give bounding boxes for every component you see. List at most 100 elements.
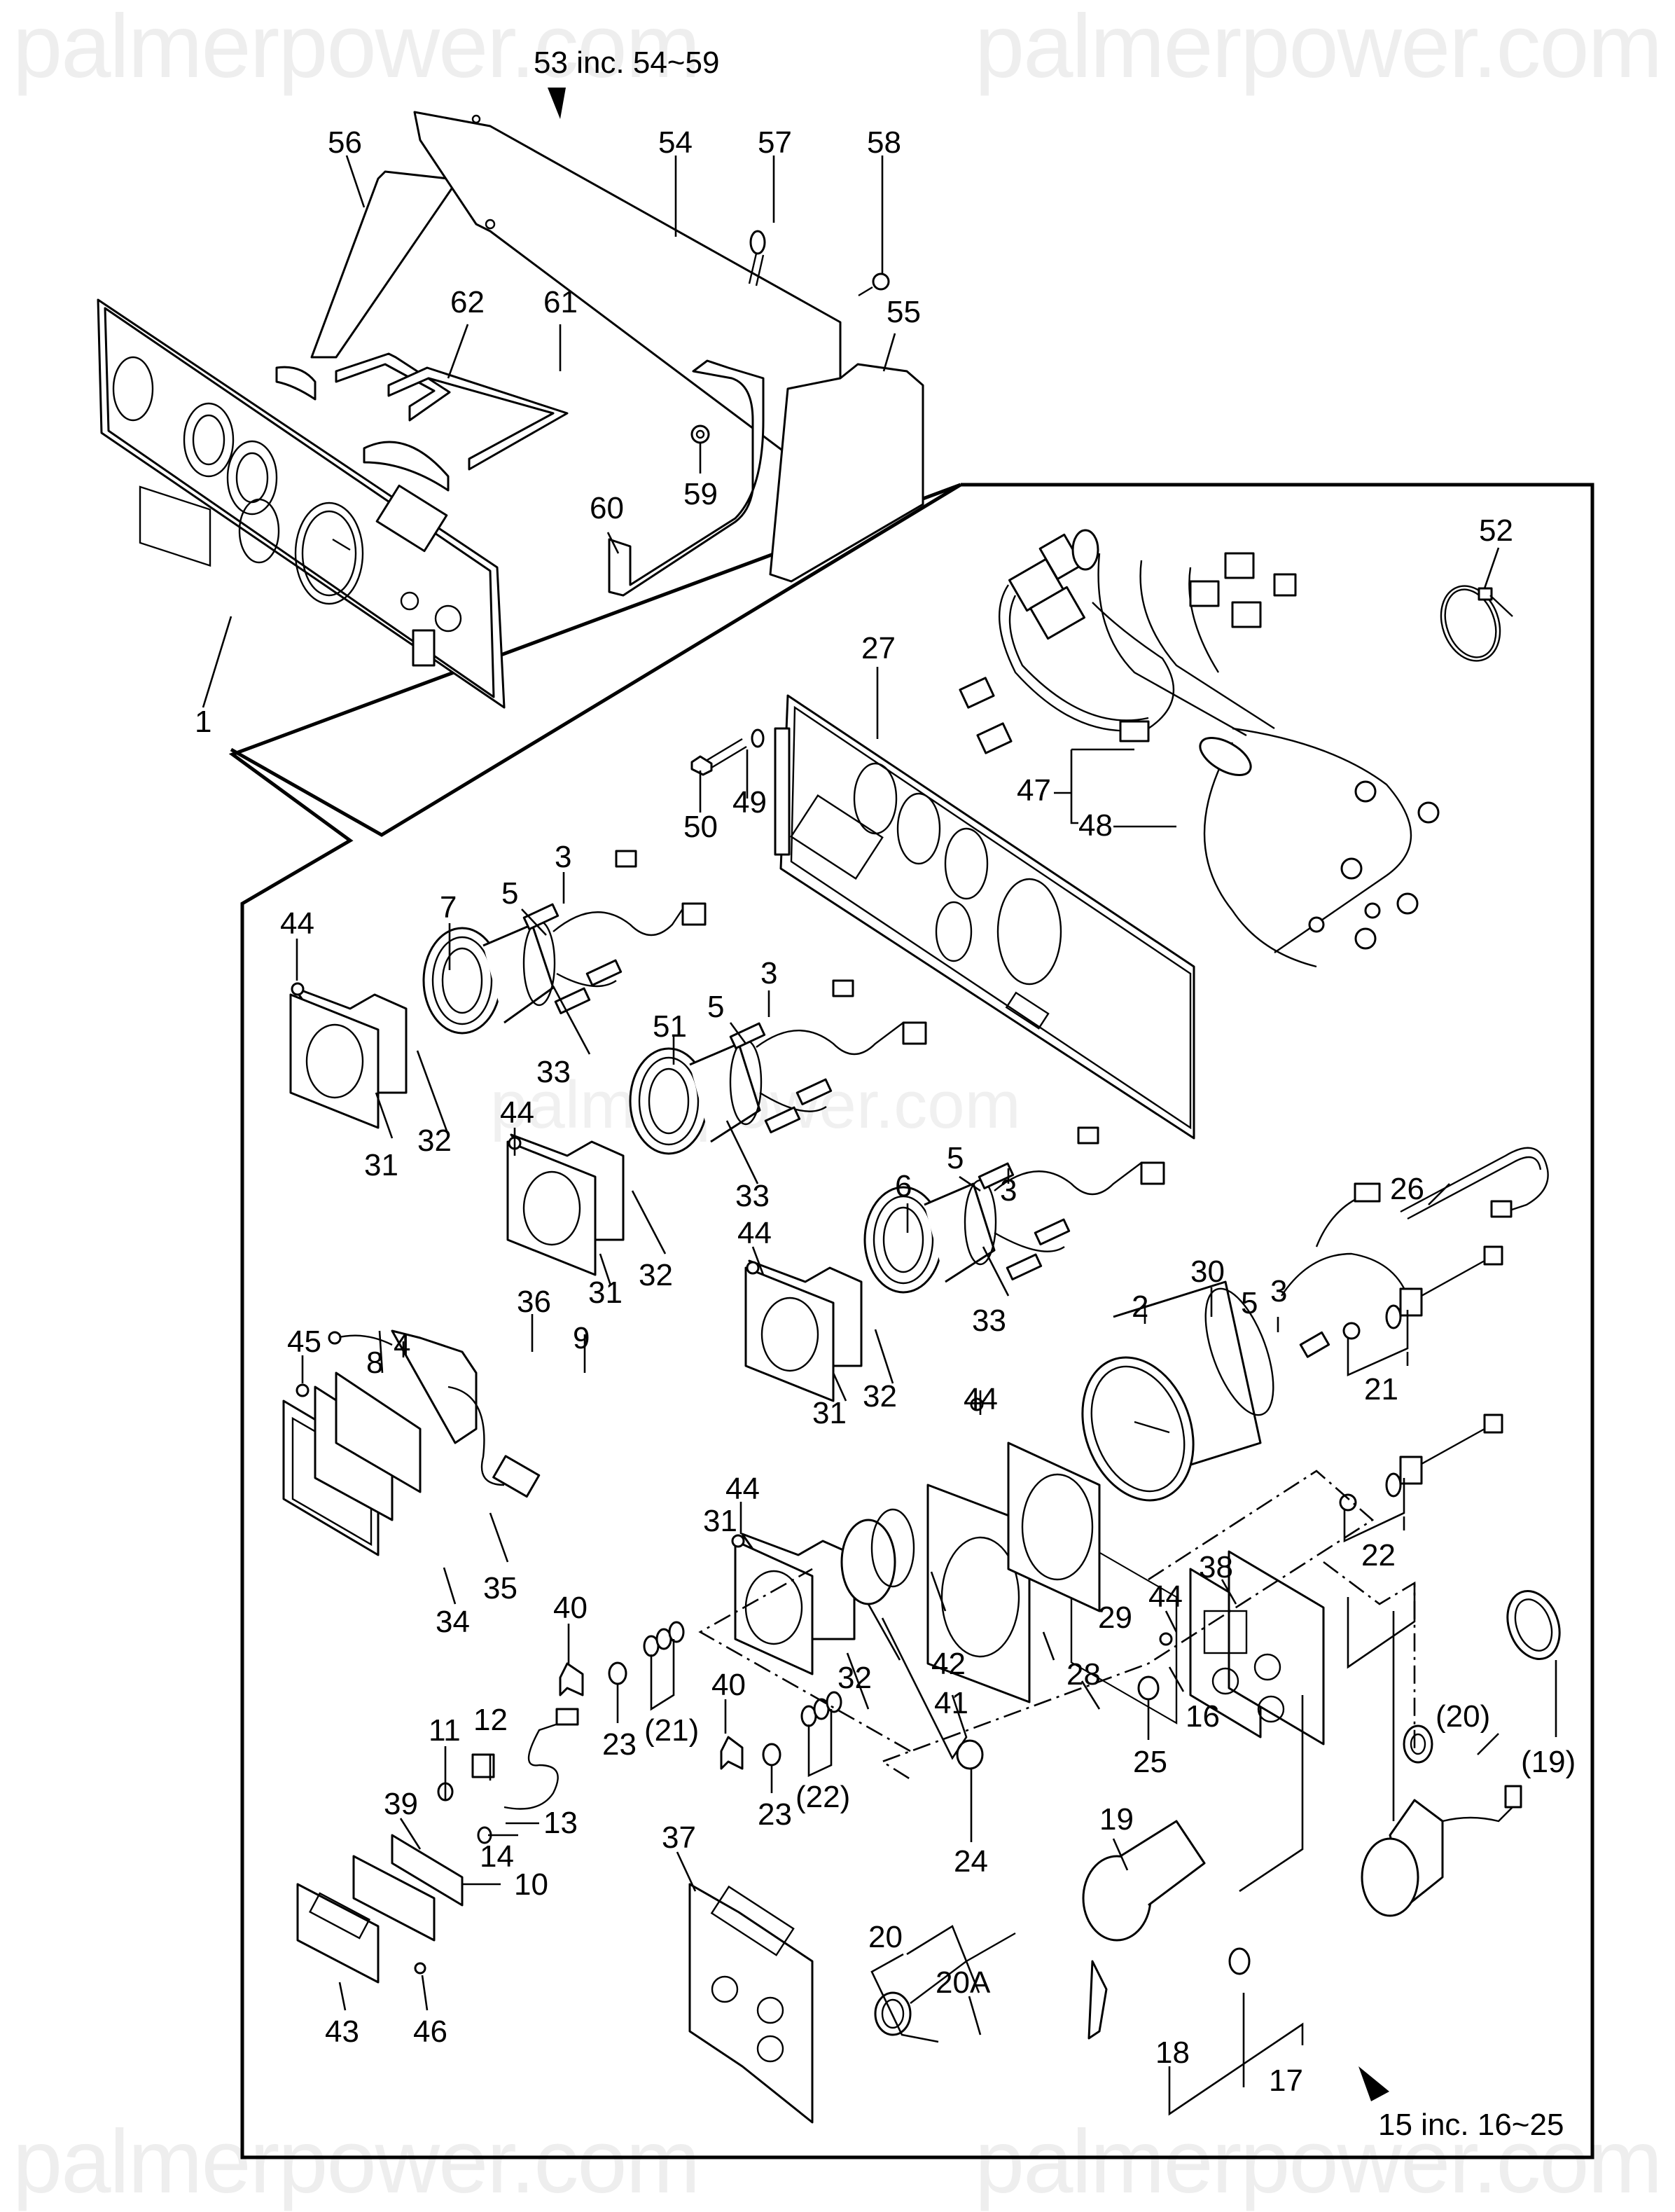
part-19-knob [1082,1820,1206,1942]
bracket-group-53 [310,111,924,597]
callout-12: 12 [473,1703,508,1737]
callout-19: 19 [1099,1802,1134,1837]
callout-43: 43 [325,2014,359,2049]
callout-40-b: 40 [711,1668,746,1702]
callout-3-c: 3 [1000,1173,1017,1208]
callout-13: 13 [543,1806,578,1840]
part-7-gauge [422,850,707,1035]
callout-24: 24 [954,1844,988,1879]
callout-labels: 53 inc. 54~59 56 54 57 58 62 61 55 59 60… [195,46,1576,2142]
callout-6: 6 [895,1169,912,1203]
part-40-clip-a [559,1662,584,1696]
part-47-wire-harness [959,529,1440,968]
callout-10: 10 [514,1867,548,1902]
callout-22-paren: (22) [795,1780,850,1814]
callout-56: 56 [328,125,362,160]
part-43-cover [296,1883,380,1984]
callout-4: 4 [394,1328,410,1362]
part-46-screw [414,1962,426,1975]
callout-44-e: 44 [964,1382,998,1416]
callout-5-b: 5 [707,990,724,1024]
callout-11: 11 [429,1713,461,1748]
part-1-instrument-panel [97,298,506,709]
callout-62: 62 [450,285,485,319]
callout-44-a: 44 [280,906,314,941]
part-27-mounting-plate [774,694,1195,1724]
callout-25: 25 [1133,1745,1167,1779]
callout-33-c: 33 [972,1304,1006,1338]
part-57-bolt [748,230,766,286]
part-2-large-gauge [1081,1182,1409,1502]
callout-19-paren: (19) [1521,1745,1576,1779]
callout-21-paren: (21) [644,1713,699,1748]
callout-39: 39 [384,1787,418,1821]
part-22-toggle-switch [1339,1413,1503,1543]
callout-31-d: 31 [703,1504,737,1538]
assembly-line-b [880,1470,1375,1781]
part-39-gasket [391,1834,464,1907]
part-56-side-plate [310,170,455,359]
callout-27: 27 [861,631,896,665]
callout-54: 54 [658,125,693,160]
frame-pointer [230,483,962,837]
callout-3-d: 3 [1270,1274,1287,1308]
callout-44-f: 44 [1148,1579,1183,1614]
callout-8: 8 [366,1346,383,1380]
bezel-set-d [734,1508,915,1675]
callout-2: 2 [1132,1290,1148,1324]
assembly-line-c [1323,1561,1416,1751]
callout-20: 20 [868,1920,903,1954]
part-29-ring-plate [1007,1442,1101,1612]
part-60-bracket [608,359,765,597]
part-37-label-plate [688,1883,814,2124]
callout-5-a: 5 [501,876,518,911]
arrow-15-icon [1358,2066,1389,2101]
callout-36: 36 [517,1285,551,1319]
assembly-line-a [698,1568,911,1753]
watermark-bottom-right: palmerpower.com [975,2112,1661,2212]
part-40-clip-b [720,1736,744,1770]
part-21-toggle-switch [1342,1245,1503,1377]
callout-44-b: 44 [500,1095,534,1130]
part-23-plug-b [762,1743,781,1767]
callout-47: 47 [1017,773,1051,808]
callout-28: 28 [1066,1657,1101,1692]
callout-61: 61 [543,285,578,319]
callout-46: 46 [413,2014,447,2049]
callout-21: 21 [1364,1372,1398,1406]
part-36-bracket [391,1329,478,1444]
callout-3-a: 3 [555,840,571,874]
part-8-rect-gauge [282,1329,541,1556]
callout-58: 58 [867,125,901,160]
callout-23-a: 23 [602,1727,637,1762]
part-6-gauge [863,1126,1165,1294]
callout-5-c: 5 [947,1141,964,1175]
bezel-set-a [289,986,408,1129]
callout-31-b: 31 [588,1276,623,1310]
callout-14: 14 [480,1839,514,1874]
callout-55: 55 [887,295,921,329]
callout-44-d: 44 [725,1472,760,1506]
callout-32-b: 32 [639,1258,673,1292]
part-61-bracket [387,366,569,471]
callout-40-a: 40 [553,1591,588,1625]
callout-7: 7 [440,890,457,925]
watermark-top-left: palmerpower.com [13,0,699,97]
callout-34: 34 [436,1605,470,1639]
part-55-side-plate [769,363,924,583]
callout-18: 18 [1155,2035,1190,2070]
callout-26: 26 [1390,1172,1424,1206]
part-58-bolt [858,272,890,297]
callout-31-c: 31 [812,1396,847,1430]
callout-9: 9 [573,1321,590,1355]
callout-38: 38 [1199,1550,1233,1584]
part-51-gauge [629,979,927,1155]
part-59-nut [690,424,710,444]
part-25-plug [1137,1675,1160,1701]
callout-41: 41 [934,1686,968,1720]
callout-32-d: 32 [837,1661,872,1695]
callout-16: 16 [1186,1699,1220,1734]
callout-32-c: 32 [863,1379,897,1413]
part-17-key-switch [1361,1785,1522,1917]
